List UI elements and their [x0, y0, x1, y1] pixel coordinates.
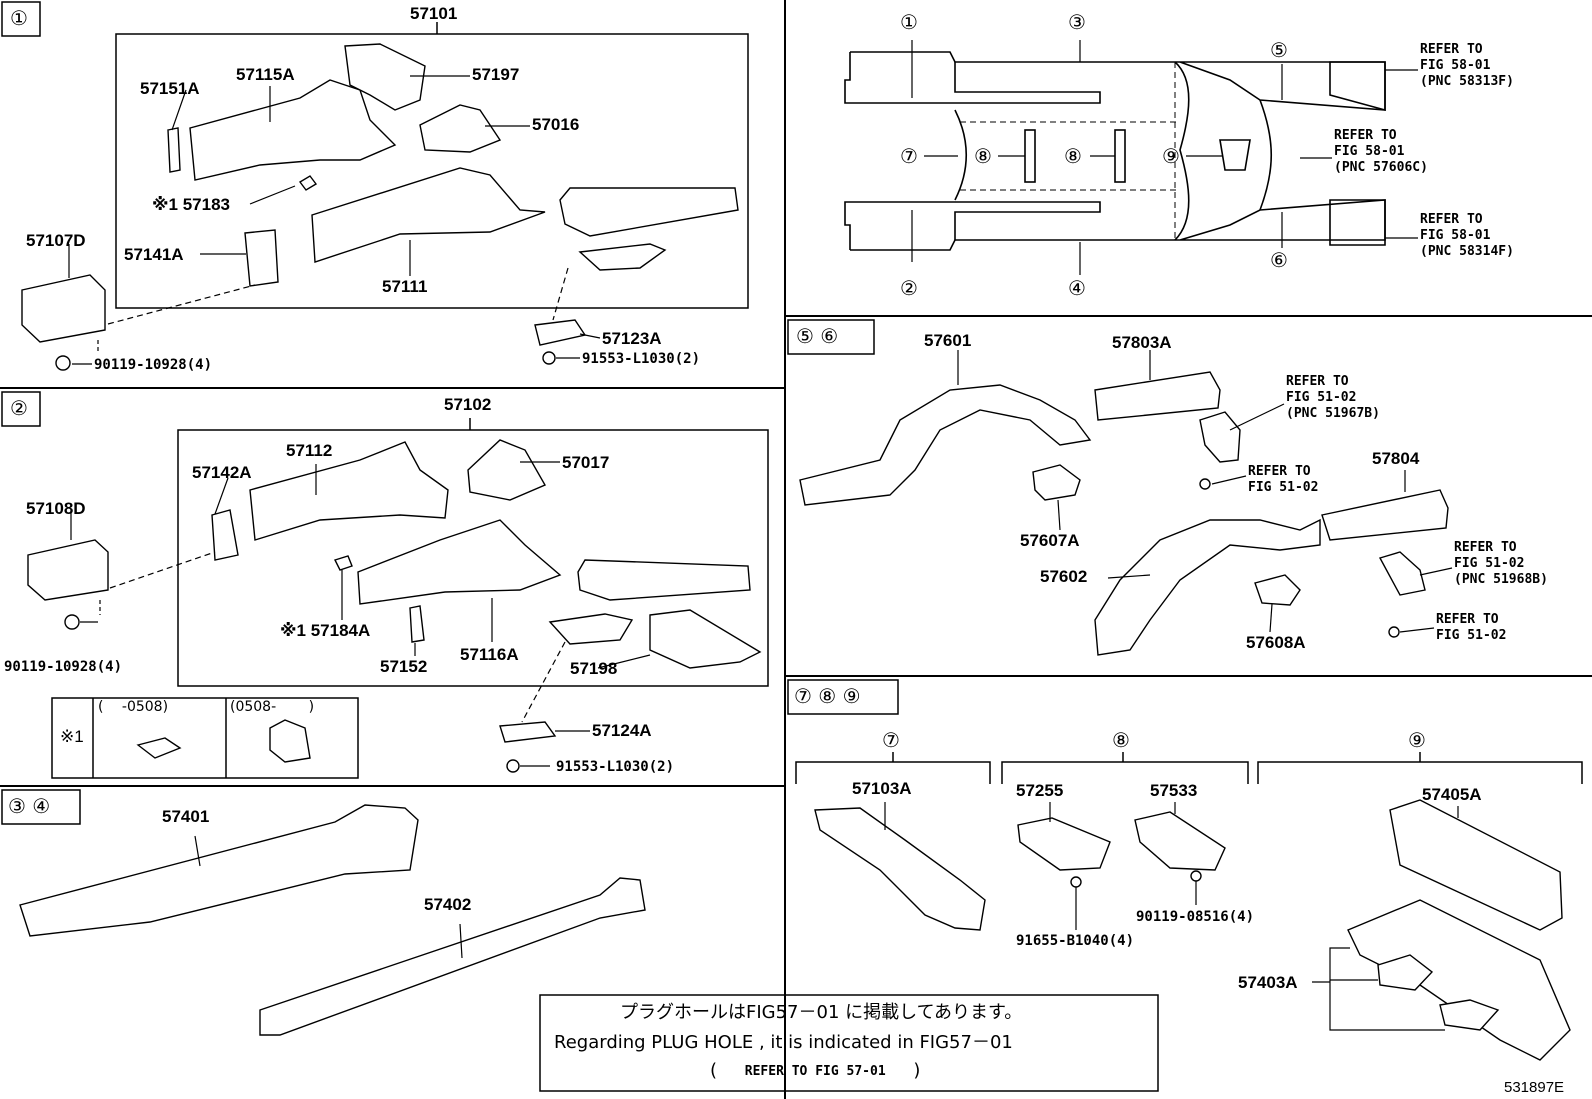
part-57112: 57112: [286, 441, 333, 460]
overview-marker-1: ①: [900, 10, 918, 34]
overview-marker-4: ④: [1068, 276, 1086, 300]
bolt-90119-08516: 90119-08516(4): [1136, 909, 1255, 925]
part-57124A: 57124A: [592, 721, 652, 740]
part-57017: 57017: [562, 453, 610, 472]
part-57107D: 57107D: [26, 231, 86, 250]
part-57108D: 57108D: [26, 499, 86, 518]
section-tag-1: ①: [10, 6, 28, 30]
part-57255: 57255: [1016, 781, 1064, 800]
part-57016: 57016: [532, 115, 580, 134]
part-57152: 57152: [380, 657, 428, 676]
part-57115A: 57115A: [236, 65, 295, 84]
ref-51967B: REFER TO FIG 51-02 (PNC 51967B): [1286, 374, 1380, 422]
ref-line: FIG 51-02: [1248, 480, 1319, 495]
part-57533: 57533: [1150, 781, 1198, 800]
part-57607A: 57607A: [1020, 531, 1080, 550]
note-ref-close: ): [913, 1060, 921, 1081]
bolt-90119-10928-s1: 90119-10928(4): [94, 357, 213, 373]
overview-marker-3: ③: [1068, 10, 1086, 34]
ref-line: (PNC 51968B): [1454, 572, 1548, 587]
note-ref: ( REFER TO FIG 57-01 ): [710, 1062, 920, 1080]
overview-ref-3: REFER TO FIG 58-01 (PNC 58314F): [1420, 212, 1514, 260]
ref-line: REFER TO: [1420, 42, 1483, 57]
part-57602: 57602: [1040, 567, 1088, 586]
part-57198: 57198: [570, 659, 618, 678]
ref-line: (PNC 58314F): [1420, 244, 1514, 259]
part-57111: 57111: [382, 277, 428, 296]
part-57116A: 57116A: [460, 645, 519, 664]
part-57141A: 57141A: [124, 245, 184, 264]
ref-line: REFER TO: [1420, 212, 1483, 227]
part-57103A: 57103A: [852, 779, 912, 798]
section-tag-2: ②: [10, 396, 28, 420]
part-57151A: 57151A: [140, 79, 200, 98]
part-57803A: 57803A: [1112, 333, 1172, 352]
bolt-91655-B1040: 91655-B1040(4): [1016, 933, 1135, 949]
part-57123A: 57123A: [602, 329, 662, 348]
ref-line: FIG 58-01: [1420, 58, 1491, 73]
legend-range-b: (0508- ): [230, 699, 315, 715]
part-57197: 57197: [472, 65, 520, 84]
overview-marker-6: ⑥: [1270, 248, 1288, 272]
part-57402: 57402: [424, 895, 472, 914]
overview-marker-8a: ⑧: [974, 144, 992, 168]
note-jp: プラグホールはFIG57－01 に掲載してあります。: [620, 1002, 1023, 1023]
figure-id: 531897E: [1504, 1079, 1565, 1096]
part-57184A: ※1 57184A: [280, 621, 371, 640]
part-57405A: 57405A: [1422, 785, 1482, 804]
overview-marker-7: ⑦: [900, 144, 918, 168]
ref-line: (PNC 57606C): [1334, 160, 1428, 175]
legend-range-a: ( -0508): [98, 699, 169, 715]
part-57183: ※1 57183: [152, 195, 230, 214]
subheader-7: ⑦: [882, 728, 900, 752]
ref-51-02-b: REFER TO FIG 51-02: [1436, 612, 1506, 644]
subheader-9: ⑨: [1408, 728, 1426, 752]
part-57101: 57101: [410, 4, 458, 23]
note-en: Regarding PLUG HOLE , it is indicated in…: [554, 1032, 1013, 1053]
ref-line: REFER TO: [1334, 128, 1397, 143]
ref-line: (PNC 51967B): [1286, 406, 1380, 421]
ref-line: FIG 51-02: [1286, 390, 1357, 405]
ref-51-02-a: REFER TO FIG 51-02: [1248, 464, 1318, 496]
ref-line: REFER TO: [1248, 464, 1311, 479]
part-57102: 57102: [444, 395, 492, 414]
section-tag-7-8-9: ⑦ ⑧ ⑨: [794, 684, 861, 708]
ref-line: FIG 51-02: [1436, 628, 1507, 643]
part-57142A: 57142A: [192, 463, 252, 482]
overview-marker-9: ⑨: [1162, 144, 1180, 168]
part-57608A: 57608A: [1246, 633, 1306, 652]
overview-marker-8b: ⑧: [1064, 144, 1082, 168]
ref-line: REFER TO: [1436, 612, 1499, 627]
ref-line: REFER TO: [1286, 374, 1349, 389]
ref-line: FIG 51-02: [1454, 556, 1525, 571]
part-57601: 57601: [924, 331, 972, 350]
section-tag-5-6: ⑤ ⑥: [796, 324, 839, 348]
subheader-8: ⑧: [1112, 728, 1130, 752]
legend-mark: ※1: [60, 727, 84, 746]
note-ref-text: REFER TO FIG 57-01: [744, 1064, 886, 1079]
bolt-91553-L1030-s2: 91553-L1030(2): [556, 759, 675, 775]
ref-line: REFER TO: [1454, 540, 1517, 555]
bolt-91553-L1030-s1: 91553-L1030(2): [582, 351, 701, 367]
overview-ref-1: REFER TO FIG 58-01 (PNC 58313F): [1420, 42, 1514, 90]
bolt-90119-10928-s2: 90119-10928(4): [4, 659, 123, 675]
ref-line: FIG 58-01: [1334, 144, 1405, 159]
section-tag-3-4: ③ ④: [8, 794, 51, 818]
overview-ref-2: REFER TO FIG 58-01 (PNC 57606C): [1334, 128, 1428, 176]
overview-marker-5: ⑤: [1270, 38, 1288, 62]
ref-51968B: REFER TO FIG 51-02 (PNC 51968B): [1454, 540, 1548, 588]
part-57403A: 57403A: [1238, 973, 1298, 992]
ref-line: (PNC 58313F): [1420, 74, 1514, 89]
note-ref-open: (: [710, 1060, 718, 1081]
overview-marker-2: ②: [900, 276, 918, 300]
part-57401: 57401: [162, 807, 210, 826]
ref-line: FIG 58-01: [1420, 228, 1491, 243]
part-57804: 57804: [1372, 449, 1420, 468]
